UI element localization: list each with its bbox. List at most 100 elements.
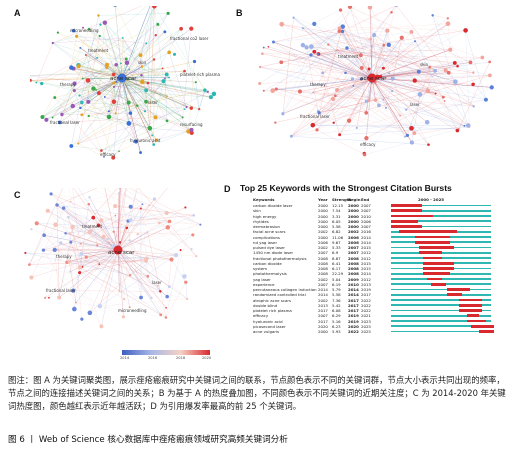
network-node <box>338 133 342 137</box>
network-node <box>183 108 186 110</box>
network-edge <box>121 77 183 118</box>
network-edge <box>68 216 119 251</box>
network-node <box>172 52 177 56</box>
begin-cell: 2017 <box>348 302 359 308</box>
network-edge <box>70 242 81 268</box>
network-edge <box>118 188 125 194</box>
network-edge <box>56 204 114 232</box>
network-edge <box>36 223 119 251</box>
network-edge <box>302 9 341 29</box>
network-edge <box>117 249 152 298</box>
network-edge <box>80 243 119 251</box>
network-edge <box>61 112 131 115</box>
network-node <box>99 218 104 223</box>
network-edge <box>115 77 123 114</box>
network-edge <box>70 241 119 251</box>
network-edge <box>346 47 456 82</box>
network-edge <box>316 77 373 131</box>
network-edge <box>371 77 428 123</box>
network-node <box>301 27 305 30</box>
network-edge <box>70 188 117 272</box>
keyword-cell: facial acne scars <box>253 229 286 235</box>
network-edge <box>337 49 428 123</box>
network-edge <box>126 207 186 229</box>
network-node <box>472 71 475 74</box>
network-edge <box>117 249 120 292</box>
network-node <box>87 27 91 31</box>
network-edge <box>364 77 373 155</box>
network-edge <box>89 242 121 313</box>
network-edge <box>312 75 490 126</box>
network-edge <box>89 197 119 251</box>
network-node <box>292 16 295 19</box>
network-edge <box>121 77 211 98</box>
network-edge <box>316 85 354 131</box>
network-edge <box>117 249 152 298</box>
network-edge <box>369 7 444 98</box>
network-node <box>190 248 193 251</box>
burst-period-bar <box>399 230 457 234</box>
network-node <box>409 29 414 34</box>
network-node <box>45 208 50 213</box>
network-edge <box>78 143 105 158</box>
keyword-cell: pulsed dye laser <box>253 245 286 250</box>
network-edge <box>165 215 194 308</box>
network-edge <box>115 6 123 79</box>
network-edge <box>85 54 168 97</box>
network-edge <box>273 28 340 43</box>
network-edge <box>121 37 123 79</box>
network-edge <box>166 259 172 297</box>
network-edge <box>99 249 119 307</box>
network-edge <box>310 54 421 95</box>
network-node <box>154 138 158 142</box>
network-edge <box>59 117 156 123</box>
network-node <box>126 77 129 81</box>
network-node <box>330 96 336 102</box>
network-node <box>84 53 87 56</box>
end-cell: 2014 <box>361 234 371 240</box>
network-edge <box>385 78 393 108</box>
network-edge <box>117 192 120 251</box>
network-edge <box>361 78 415 134</box>
network-edge <box>85 54 123 79</box>
heat-legend-bar <box>122 350 210 355</box>
network-edge <box>371 70 436 79</box>
network-edge <box>414 80 470 128</box>
network-edge <box>88 204 119 251</box>
network-edge <box>366 77 373 139</box>
network-edge <box>29 231 91 265</box>
network-node <box>99 324 104 329</box>
network-edge <box>117 249 124 317</box>
network-edge <box>72 227 83 320</box>
network-edge <box>113 188 126 247</box>
network-node <box>297 89 303 94</box>
network-edge <box>117 188 139 251</box>
network-node <box>182 274 187 279</box>
network-edge <box>69 261 77 303</box>
network-edge <box>73 68 123 79</box>
network-node <box>446 70 451 75</box>
strength-cell: 5.93 <box>332 329 341 334</box>
network-node <box>159 313 163 317</box>
network-edge <box>79 205 150 268</box>
network-node <box>57 295 62 300</box>
network-edge <box>458 61 490 129</box>
network-node <box>428 65 432 69</box>
network-edge <box>117 249 170 287</box>
network-edge <box>54 249 158 287</box>
network-node <box>124 225 127 228</box>
network-edge <box>121 77 183 118</box>
panel-b: acne scar treatment fractional laser las… <box>240 6 512 176</box>
network-edge <box>72 222 160 228</box>
legend-tick: 2014 <box>120 356 130 360</box>
year-cell: 2007 <box>318 313 328 319</box>
network-node <box>262 89 265 92</box>
network-edge <box>396 6 474 107</box>
network-edge <box>45 249 119 299</box>
network-node <box>189 130 194 135</box>
network-edge <box>86 256 172 260</box>
network-edge <box>316 34 375 130</box>
network-edge <box>117 249 152 298</box>
network-node <box>69 144 74 148</box>
network-edge <box>129 188 201 225</box>
